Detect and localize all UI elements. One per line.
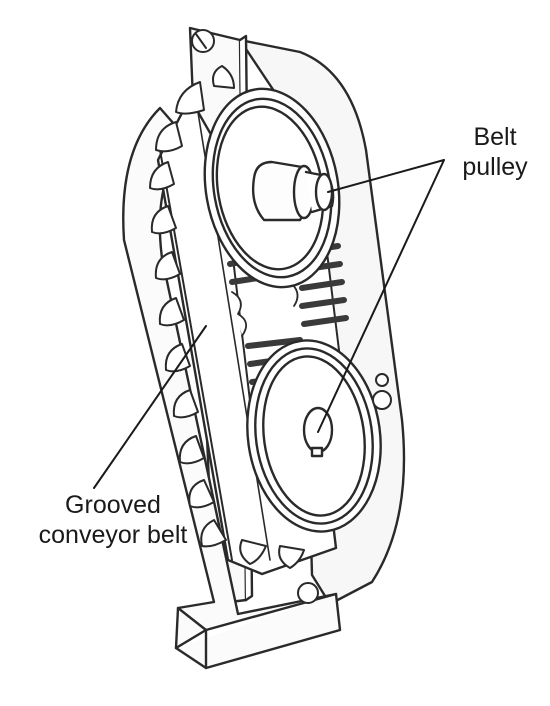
leader-lines bbox=[93, 159, 445, 489]
belt-pulley-label-line1: Belt bbox=[473, 123, 517, 151]
grooved-conveyor-belt-label-line1: Grooved bbox=[65, 491, 161, 519]
grooved-conveyor-belt-label-line2: conveyor belt bbox=[38, 521, 188, 549]
grooved-conveyor-belt-label: Grooved conveyor belt bbox=[18, 490, 208, 550]
grooved-belt-leader bbox=[93, 325, 207, 489]
top-belt-pulley bbox=[203, 87, 341, 289]
side-frame bbox=[122, 106, 342, 670]
belt-chain-links bbox=[149, 65, 305, 569]
belt-pulley-leader-bottom bbox=[317, 159, 445, 433]
bolts bbox=[191, 29, 392, 604]
bottom-belt-pulley bbox=[246, 339, 382, 533]
belt-pulley-leader-top bbox=[327, 159, 445, 193]
belt-pulley-label: Belt pulley bbox=[450, 122, 540, 182]
belt-pulley-label-line2: pulley bbox=[462, 153, 528, 181]
